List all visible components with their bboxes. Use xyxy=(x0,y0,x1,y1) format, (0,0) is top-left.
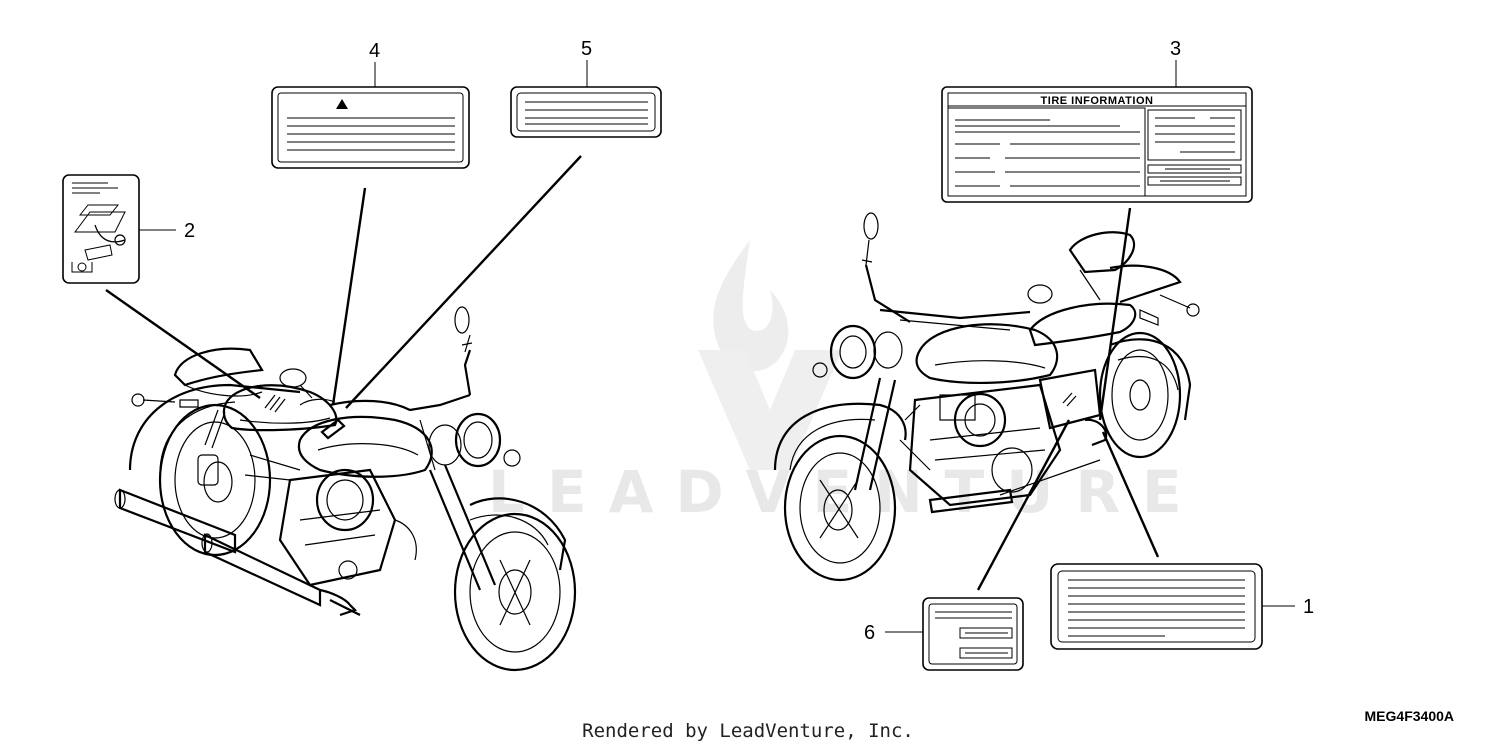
label-6-panel xyxy=(922,597,1024,671)
callout-3: 3 xyxy=(1170,38,1181,60)
label-1-panel xyxy=(1050,563,1263,650)
motorcycle-left-illustration xyxy=(114,306,577,672)
watermark-flame-icon xyxy=(713,240,789,372)
part-code: MEG4F3400A xyxy=(1365,708,1454,724)
label-2-panel xyxy=(62,174,140,284)
label-5-panel xyxy=(510,86,662,138)
label-4-panel xyxy=(271,86,470,169)
warning-triangle-icon xyxy=(336,99,348,109)
callout-4: 4 xyxy=(369,40,380,62)
motorcycle-right-illustration xyxy=(773,212,1200,582)
leader-lines xyxy=(105,60,1295,633)
callout-5: 5 xyxy=(581,38,592,60)
label-3-tire-info-panel: TIRE INFORMATION xyxy=(941,86,1253,203)
callout-1: 1 xyxy=(1303,596,1314,618)
callout-2: 2 xyxy=(184,220,195,242)
credit-text: Rendered by LeadVenture, Inc. xyxy=(582,720,914,742)
watermark-text: LEADVENTURE xyxy=(488,458,1204,526)
callout-6: 6 xyxy=(864,622,875,644)
tire-info-title: TIRE INFORMATION xyxy=(1041,95,1154,107)
watermark-v-icon xyxy=(698,350,842,470)
